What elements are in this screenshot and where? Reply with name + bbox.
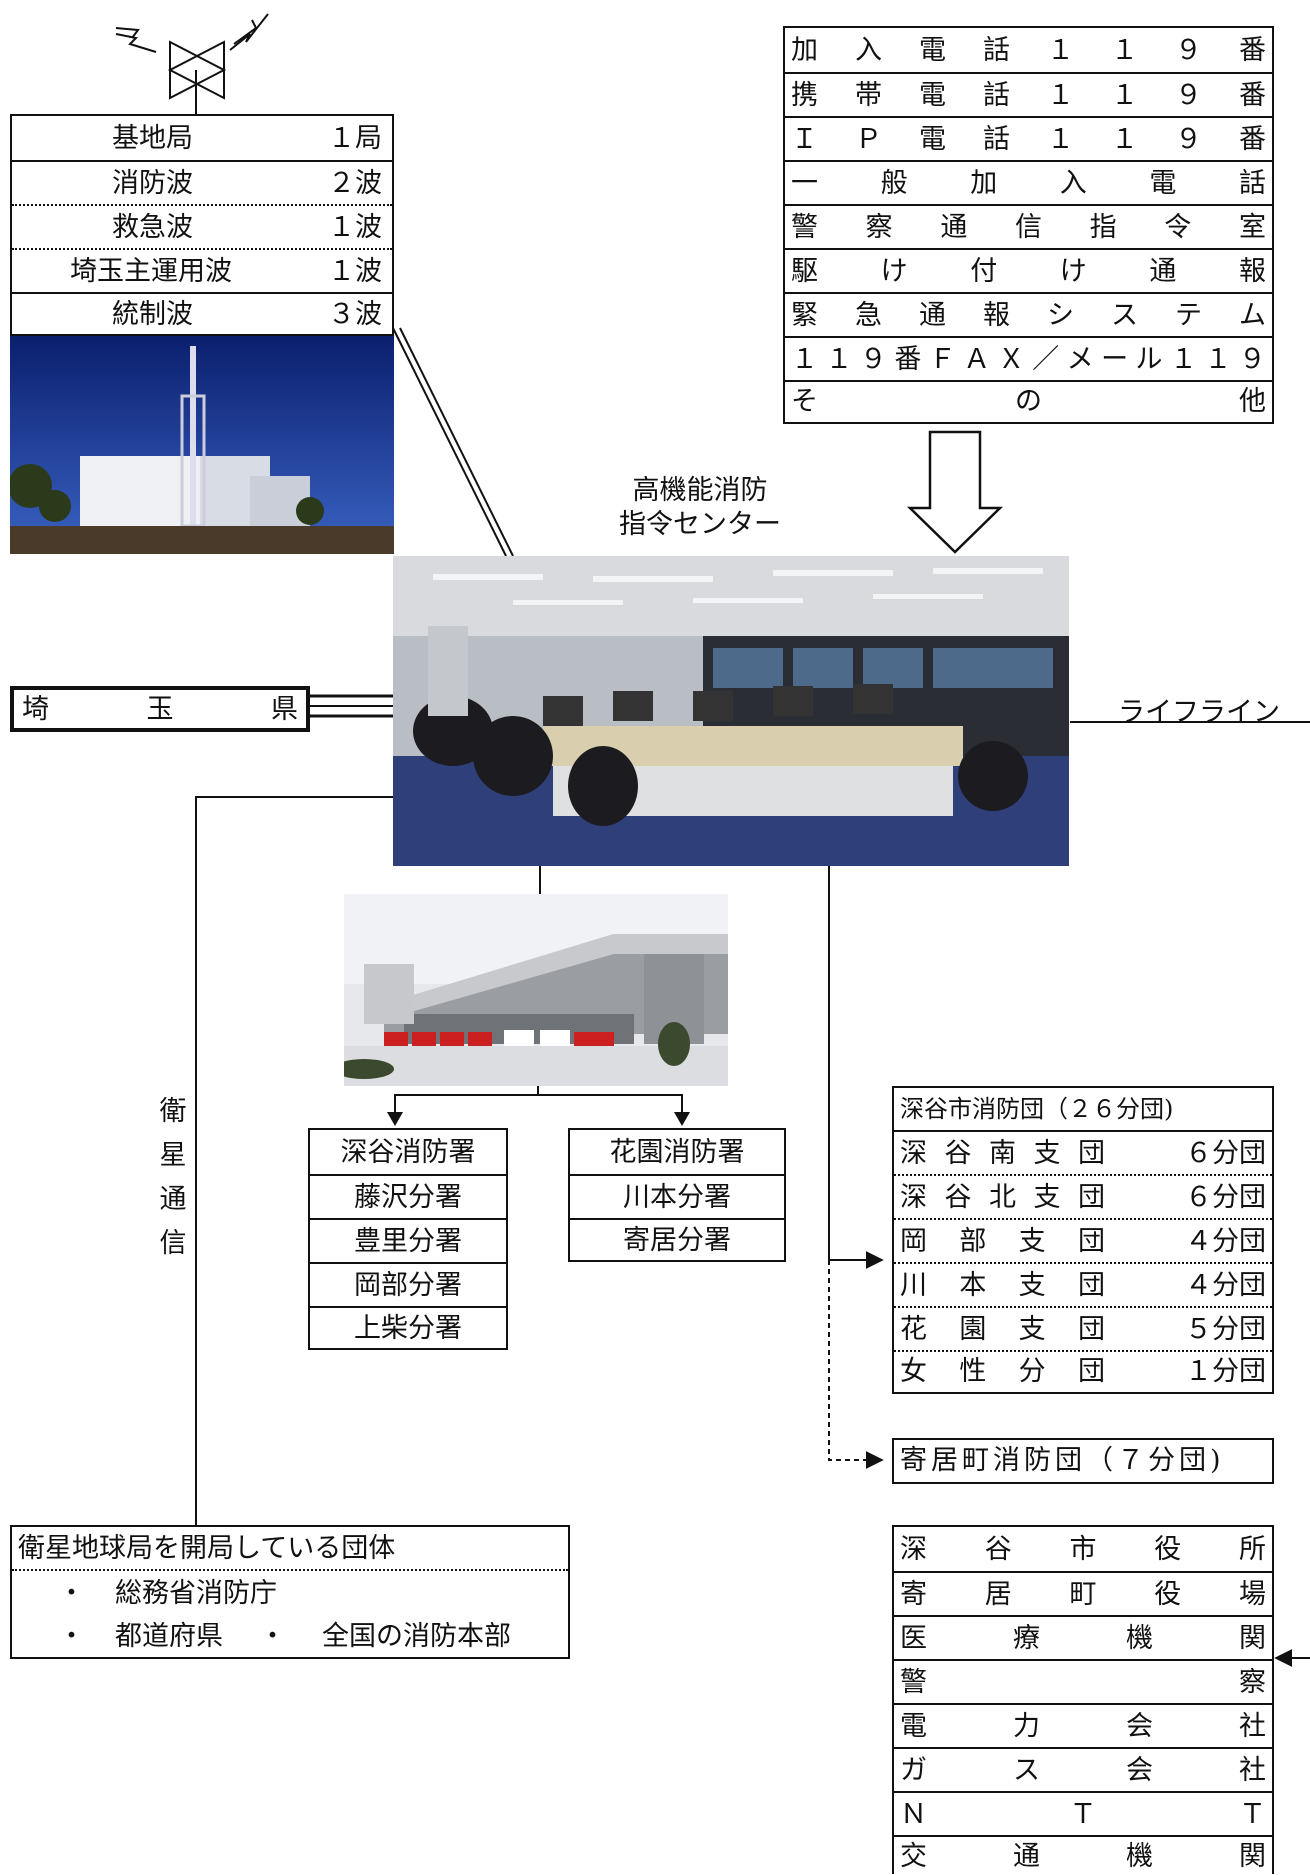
radio-row: 救急波 １波 (12, 204, 392, 248)
radio-row: 消防波 ２波 (12, 160, 392, 204)
station-item: 豊里分署 (310, 1218, 506, 1262)
call-row: 一般加入電話 (785, 160, 1272, 204)
fire-corps-row: 花園支団 ５分団 (894, 1306, 1272, 1350)
call-row: 警察通信指令室 (785, 204, 1272, 248)
radio-wave-table: 基地局 １局 消防波 ２波 救急波 １波 埼玉主運用波 １波 統制波 ３波 (10, 114, 394, 336)
station-item: 上柴分署 (310, 1306, 506, 1348)
center-label: 高機能消防 指令センター (619, 475, 781, 540)
yorii-fire-corps-box: 寄居町消防団（７分団) (892, 1438, 1274, 1484)
call-row: 緊急通報システム (785, 292, 1272, 336)
fire-corps-row: 深谷南支団 ６分団 (894, 1130, 1272, 1174)
agency-row: 医療機関 (894, 1615, 1272, 1659)
stations-right-table: 花園消防署 川本分署 寄居分署 (568, 1128, 786, 1262)
saitama-prefecture-box: 埼 玉 県 (10, 686, 310, 732)
command-center-room-photo (393, 556, 1069, 866)
fire-corps-row: 女性分団 １分団 (894, 1350, 1272, 1391)
station-item: 深谷消防署 (340, 1136, 476, 1168)
call-row: 駆け付け通報 (785, 248, 1272, 292)
radio-tower-building-photo (10, 336, 394, 554)
radio-row: 基地局 １局 (112, 122, 382, 154)
station-item: 川本分署 (570, 1174, 784, 1218)
satellite-comm-label: 衛 星 通 信 (159, 1096, 187, 1259)
satellite-orgs-box: 衛星地球局を開局している団体 ・ 総務省消防庁 ・ 都道府県 ・ 全国の消防本部 (10, 1525, 570, 1659)
antenna-icon (115, 13, 269, 118)
fire-station-building-photo (344, 894, 728, 1086)
radio-row: 埼玉主運用波 １波 (12, 248, 392, 292)
lifeline-label: ライフライン (1118, 697, 1280, 728)
fire-corps-row: 岡部支団 ４分団 (894, 1218, 1272, 1262)
agency-row: 電力会社 (894, 1703, 1272, 1747)
agency-row: 警察 (894, 1659, 1272, 1703)
station-item: 花園消防署 (609, 1136, 745, 1168)
station-item: 藤沢分署 (310, 1174, 506, 1218)
fukaya-fire-corps-table: 深谷市消防団（２６分団) 深谷南支団 ６分団 深谷北支団 ６分団 岡部支団 ４分… (892, 1086, 1274, 1394)
agency-row: ガス会社 (894, 1747, 1272, 1791)
station-item: 寄居分署 (570, 1218, 784, 1260)
down-arrow-icon (906, 430, 1004, 554)
fire-corps-row: 川本支団 ４分団 (894, 1262, 1272, 1306)
call-row: その他 (785, 380, 1272, 420)
stations-left-table: 深谷消防署 藤沢分署 豊里分署 岡部分署 上柴分署 (308, 1128, 508, 1350)
fire-corps-title: 深谷市消防団（２６分団) (900, 1095, 1174, 1123)
station-item: 岡部分署 (310, 1262, 506, 1306)
agency-row: 交通機関 (894, 1835, 1272, 1875)
agency-row: 寄居町役場 (894, 1571, 1272, 1615)
radio-row: 統制波 ３波 (12, 292, 392, 334)
agency-row: 深谷市役所 (900, 1533, 1266, 1565)
fire-corps-row: 深谷北支団 ６分団 (894, 1174, 1272, 1218)
